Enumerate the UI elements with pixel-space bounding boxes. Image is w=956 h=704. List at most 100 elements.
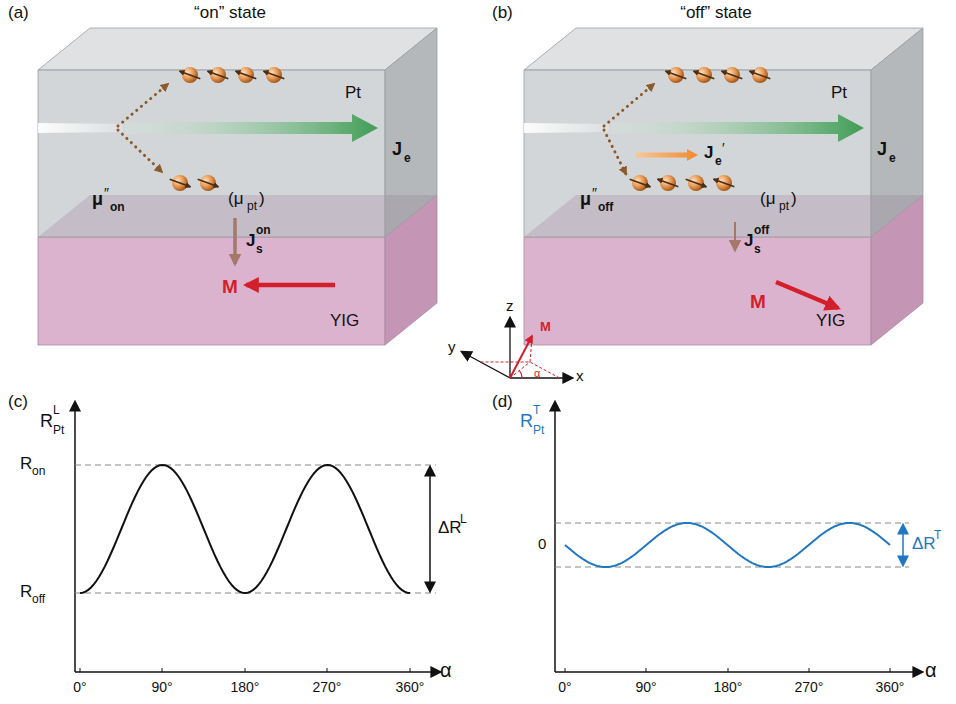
figure-label: J [392,140,402,158]
layer-label: Pt [831,84,847,101]
figure-label: pt [779,200,789,212]
figure-label: 180° [231,680,260,694]
figure-label: Pt [53,424,64,436]
figure-label: (d) [492,393,513,410]
figure-label: on [32,465,45,477]
pt-side-face [871,28,923,237]
tick-mark [327,668,328,672]
off-state-stack [524,28,923,345]
pt-top-face [524,28,923,70]
figure-label: L [460,513,467,525]
figure-label: M [222,277,238,296]
charge-current-arrow [125,114,378,142]
charge-current-arrow [611,114,864,142]
level-line [75,593,436,594]
figure-label: ) [259,190,265,207]
figure-label: α [925,660,937,680]
figure-label: ″ [104,186,109,200]
amplitude-arrow [429,467,431,591]
projection-line [530,362,560,378]
figure-label: 270° [795,680,824,694]
figure-label: ″ [592,186,597,200]
figure-label: off [32,593,45,605]
figure-label: (μ [760,190,775,207]
figure-label: e [715,155,722,167]
figure-label: off [754,224,769,236]
resistance-curve [80,465,410,593]
yig-layer: YIG [38,237,385,345]
figure-label: L [53,404,60,416]
spin-arrow [264,71,285,79]
tick-mark [245,668,246,672]
figure-label: s [754,243,761,255]
figure-label: α [534,368,540,379]
magnetization-arrow [246,283,335,288]
figure-label: pt [247,200,257,212]
figure-label: y [448,339,456,354]
coordinate-axes [462,318,572,378]
figure-label: (b) [492,4,513,21]
figure-label: (a) [8,4,29,21]
figure-label: J [704,144,713,161]
spin-arrow [694,71,715,79]
tick-mark [162,668,163,672]
electron-streak [524,123,609,133]
yig-front-face [38,237,385,345]
figure-label: 360° [876,680,905,694]
spin-current-arrow [233,218,237,264]
figure-label: 90° [635,680,656,694]
figure-label: 90° [151,680,172,694]
figure-label: 360° [396,680,425,694]
magnetization-vector [510,336,532,378]
pt-side-face [385,28,437,237]
figure-label: e [889,152,896,164]
figure-label: “on” state [194,4,266,21]
figure-label: J [877,140,887,158]
yig-layer: YIG [524,237,871,345]
pt-top-face [38,28,437,70]
figure-label: e [404,152,411,164]
spin-path [118,130,162,172]
tick-mark [809,668,810,672]
spin-arrow [198,179,219,187]
layer-label: YIG [330,312,359,329]
figure-label: s [256,243,263,255]
figure-label: “off” state [680,4,752,21]
figure-label: J [246,232,255,249]
pt-front-face [38,70,385,237]
figure-label: R [520,412,533,430]
spin-current-arrow [734,222,736,250]
tick-mark [410,668,411,672]
figure-label: on [110,201,125,213]
spin-arrow [180,71,201,79]
figure-label: M [750,292,766,311]
projection-line [510,362,530,378]
figure-label: T [533,404,540,416]
pt-layer: Pt [38,70,385,237]
figure-label: ′ [722,141,725,155]
tick-mark [646,668,647,672]
spin-arrow [630,179,651,187]
angle-plot [555,402,922,672]
figure-label: μ [580,190,591,208]
level-line [75,465,436,466]
figure-label: (c) [8,393,28,410]
yig-front-face [524,237,871,345]
plot-x-axis [555,671,922,673]
figure-label: x [576,368,584,383]
spin-arrow [208,71,229,79]
spin-path [604,84,654,126]
angle-plot [75,402,440,672]
spin-arrow [750,71,771,79]
spin-path [118,84,168,126]
projection-line [530,338,532,362]
resistance-curve [565,523,890,567]
figure-label: 0° [73,680,86,694]
figure-label: 180° [714,680,743,694]
on-state-stack [38,28,437,345]
layer-label: Pt [345,84,361,101]
figure-label: off [598,201,613,213]
tick-mark [80,668,81,672]
spin-path [604,130,626,174]
